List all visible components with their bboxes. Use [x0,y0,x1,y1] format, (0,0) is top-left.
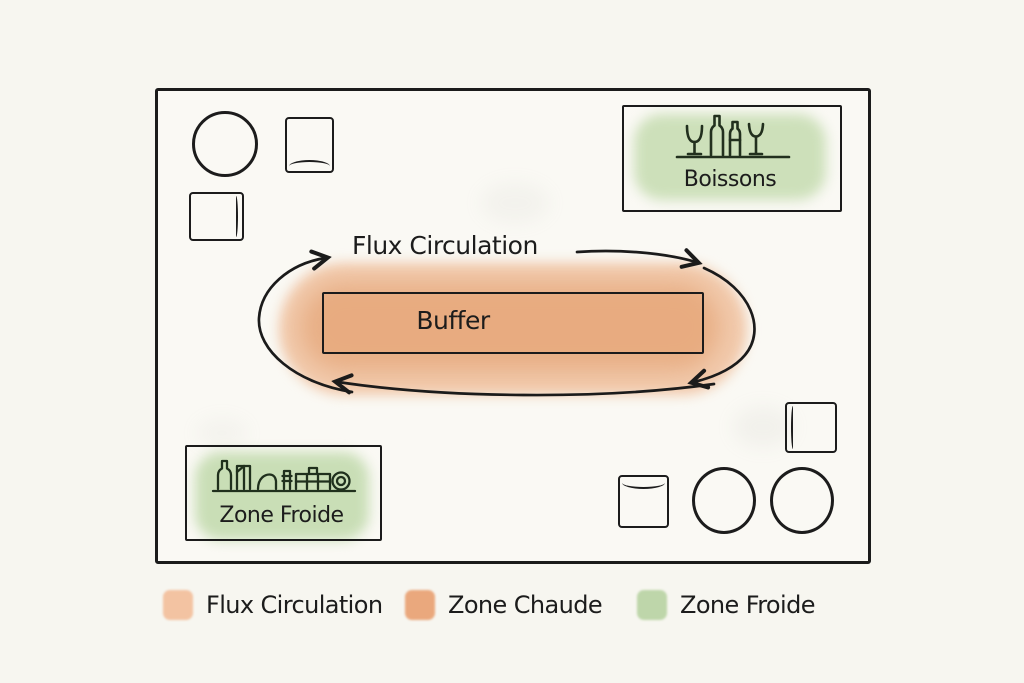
flux-circulation-title: Flux Circulation [352,231,538,260]
chair [785,402,837,453]
chair-seat-line [622,482,665,489]
drinks-icon [675,114,791,159]
legend-label: Zone Froide [680,591,815,619]
chair [285,117,334,173]
boissons-station-box [622,105,842,212]
buffer-table [322,292,704,354]
legend-swatch-zone-froide [637,590,667,620]
buffer-label: Buffer [416,306,490,335]
legend-label: Zone Chaude [448,591,603,619]
zone-froide-label: Zone Froide [219,503,344,528]
legend-swatch-flux-circulation [163,590,193,620]
legend-swatch-zone-chaude [405,590,435,620]
legend-item-zone-froide: Zone Froide [637,590,815,620]
zone-froide-station-box [185,445,382,541]
chair [189,192,244,241]
round-table [192,111,258,177]
chair-seat-line [231,196,238,237]
boissons-label: Boissons [683,167,777,192]
legend-label: Flux Circulation [206,591,383,619]
legend-item-zone-chaude: Zone Chaude [405,590,603,620]
round-table [770,467,834,534]
paper-smudge [480,182,550,224]
round-table [692,467,756,534]
chair-seat-line [791,406,798,449]
zone-froide-green-wash [195,452,369,540]
legend-item-flux-circulation: Flux Circulation [163,590,383,620]
cold-food-icon [211,459,357,493]
chair [618,475,669,528]
chair-seat-line [289,160,330,167]
paper-smudge [733,406,793,448]
paper-smudge [196,418,248,448]
